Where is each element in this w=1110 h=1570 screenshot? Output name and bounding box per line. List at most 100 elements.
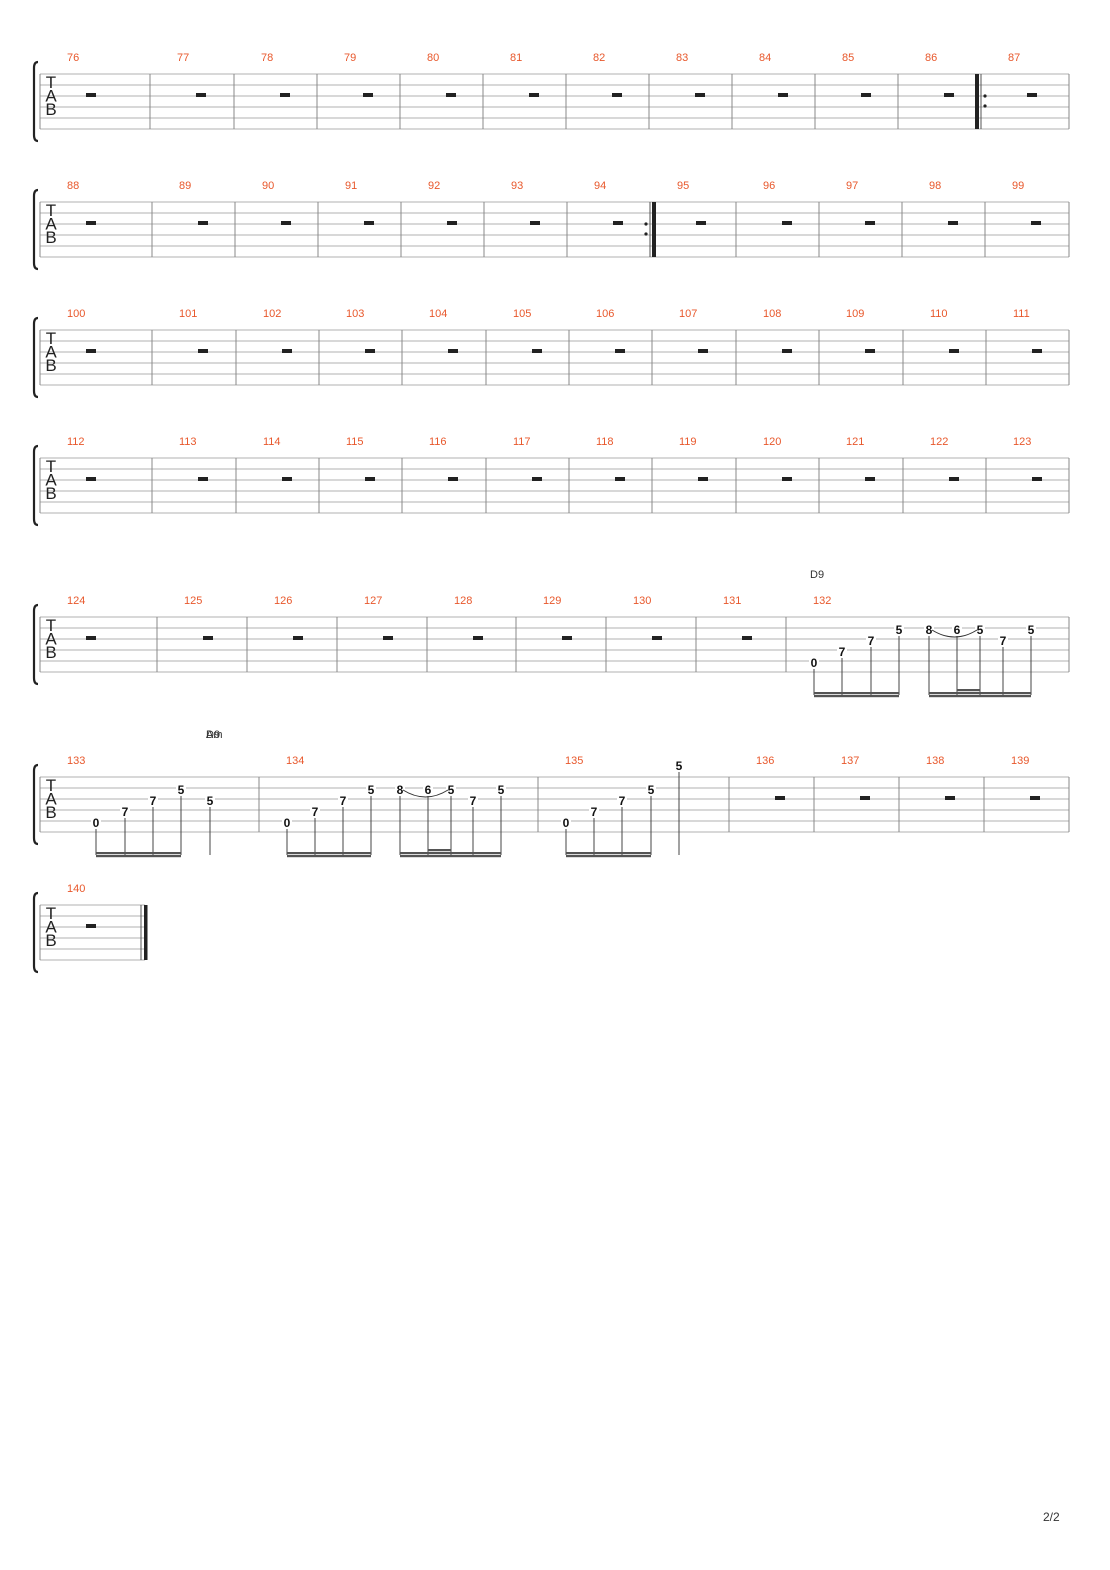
- whole-rest: [945, 796, 955, 800]
- bar-number: 104: [429, 308, 447, 320]
- bar-number: 127: [364, 595, 382, 607]
- whole-rest: [203, 636, 213, 640]
- system-bracket: [32, 316, 39, 399]
- fret-number: 5: [1028, 623, 1035, 637]
- beam: [287, 855, 371, 858]
- fret-number: 0: [811, 656, 818, 670]
- bar-number: 115: [346, 436, 364, 448]
- bar-number: 86: [925, 52, 937, 64]
- fret-mask: [423, 783, 433, 795]
- fret-mask: [205, 794, 215, 806]
- whole-rest: [1032, 349, 1042, 353]
- bar-number: 91: [345, 180, 357, 192]
- bar-number: 93: [511, 180, 523, 192]
- bar-number: 105: [513, 308, 531, 320]
- beam: [814, 692, 899, 695]
- fret-number: 5: [648, 783, 655, 797]
- bar-number: 79: [344, 52, 356, 64]
- beam: [400, 852, 501, 855]
- beam: [566, 855, 651, 858]
- fret-number: 5: [896, 623, 903, 637]
- bar-number: 108: [763, 308, 781, 320]
- whole-rest: [861, 93, 871, 97]
- whole-rest: [562, 636, 572, 640]
- whole-rest: [948, 221, 958, 225]
- bar-number: 120: [763, 436, 781, 448]
- whole-rest: [473, 636, 483, 640]
- whole-rest: [383, 636, 393, 640]
- repeat-dot: [983, 94, 987, 98]
- whole-rest: [860, 796, 870, 800]
- whole-rest: [775, 796, 785, 800]
- tab-clef-letter: T: [46, 904, 56, 923]
- bar-number: 95: [677, 180, 689, 192]
- bar-number: 113: [179, 436, 197, 448]
- whole-rest: [532, 477, 542, 481]
- bar-number: 76: [67, 52, 79, 64]
- tab-clef-letter: T: [46, 201, 56, 220]
- beam: [814, 695, 899, 698]
- repeat-end-barline: [652, 202, 656, 257]
- bar-number: 135: [565, 755, 583, 767]
- bar-number: 134: [286, 755, 304, 767]
- repeat-dot: [644, 232, 648, 236]
- whole-rest: [695, 93, 705, 97]
- bar-number: 85: [842, 52, 854, 64]
- tab-clef-letter: A: [45, 790, 57, 809]
- beam: [400, 855, 501, 858]
- beam: [566, 852, 651, 855]
- fret-mask: [120, 805, 130, 817]
- whole-rest: [198, 477, 208, 481]
- whole-rest: [613, 221, 623, 225]
- repeat-dot: [644, 222, 648, 226]
- whole-rest: [944, 93, 954, 97]
- bar-number: 124: [67, 595, 85, 607]
- fret-number: 8: [397, 783, 404, 797]
- fret-mask: [176, 783, 186, 795]
- whole-rest: [782, 349, 792, 353]
- fret-number: 6: [425, 783, 432, 797]
- fret-number: 8: [926, 623, 933, 637]
- fret-mask: [924, 623, 934, 635]
- beam: [287, 852, 371, 855]
- whole-rest: [865, 349, 875, 353]
- bar-number: 82: [593, 52, 605, 64]
- system-bracket: [32, 763, 39, 846]
- bar-number: 100: [67, 308, 85, 320]
- fret-mask: [837, 645, 847, 657]
- fret-number: 7: [591, 805, 598, 819]
- whole-rest: [1030, 796, 1040, 800]
- beam: [428, 849, 451, 852]
- whole-rest: [282, 349, 292, 353]
- bar-number: 136: [756, 755, 774, 767]
- beam: [957, 689, 980, 692]
- bar-number: 102: [263, 308, 281, 320]
- fret-mask: [395, 783, 405, 795]
- whole-rest: [198, 221, 208, 225]
- tab-clef-letter: A: [45, 630, 57, 649]
- fret-mask: [975, 623, 985, 635]
- fret-number: 0: [284, 816, 291, 830]
- fret-number: 0: [563, 816, 570, 830]
- whole-rest: [363, 93, 373, 97]
- tab-clef-letter: B: [45, 228, 56, 247]
- bar-number: 130: [633, 595, 651, 607]
- whole-rest: [778, 93, 788, 97]
- fret-number: 5: [368, 783, 375, 797]
- whole-rest: [949, 477, 959, 481]
- tab-clef-letter: T: [46, 73, 56, 92]
- fret-mask: [1026, 623, 1036, 635]
- bar-number: 103: [346, 308, 364, 320]
- whole-rest: [1032, 477, 1042, 481]
- tab-clef-letter: T: [46, 616, 56, 635]
- bar-number: 139: [1011, 755, 1029, 767]
- page-number: 2/2: [1043, 1510, 1060, 1524]
- fret-mask: [952, 623, 962, 635]
- whole-rest: [198, 349, 208, 353]
